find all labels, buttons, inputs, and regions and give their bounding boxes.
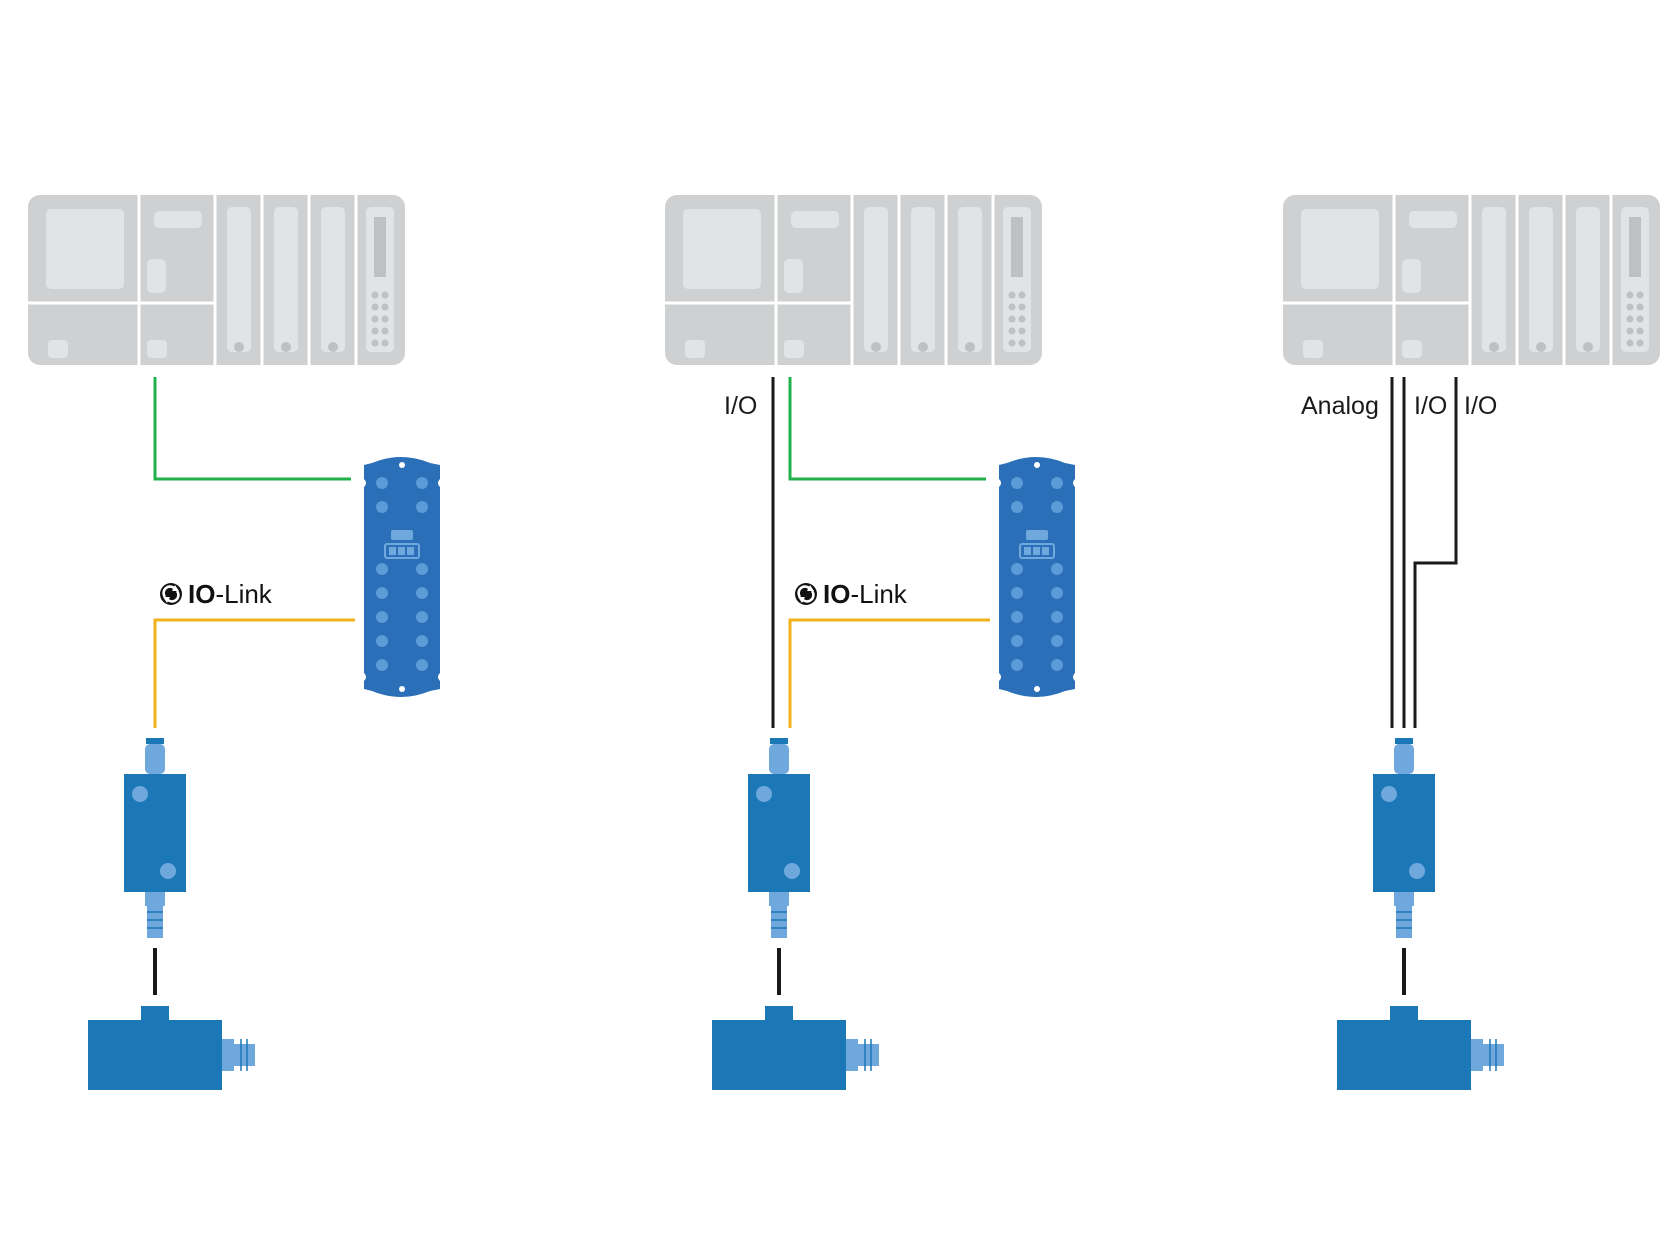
iolink-icon	[793, 581, 819, 607]
fieldbus-line	[153, 377, 351, 481]
end-device	[1336, 1005, 1505, 1091]
iolink-logo: IO-Link	[158, 579, 273, 609]
io-label: I/O	[724, 392, 757, 420]
iolink-logo-prefix: IO	[823, 579, 850, 609]
io-label-2: I/O	[1464, 392, 1497, 420]
io-line-2	[1413, 377, 1458, 728]
iolink-master	[363, 456, 441, 698]
iolink-master	[998, 456, 1076, 698]
iolink-icon	[158, 581, 184, 607]
panel-iolink-only: IO-Link	[26, 193, 441, 1091]
io-label: I/O	[1414, 392, 1447, 420]
fieldbus-line	[788, 377, 986, 481]
svg-text:IO-Link: IO-Link	[823, 579, 908, 609]
panel-iolink-plus-io: I/O IO-Link	[663, 193, 1076, 1091]
sensor-module	[123, 737, 187, 939]
analog-label: Analog	[1301, 392, 1379, 420]
panel-conventional: Analog I/O I/O	[1281, 193, 1662, 1091]
iolink-logo-suffix: -Link	[850, 579, 907, 609]
iolink-logo-suffix: -Link	[215, 579, 272, 609]
sensor-module	[747, 737, 811, 939]
iolink-line	[153, 618, 355, 728]
plc-controller	[663, 193, 1044, 367]
end-device	[711, 1005, 880, 1091]
sensor-module	[1372, 737, 1436, 939]
iolink-line	[788, 618, 990, 728]
iolink-logo: IO-Link	[793, 579, 908, 609]
plc-controller	[1281, 193, 1662, 367]
plc-controller	[26, 193, 407, 367]
svg-text:IO-Link: IO-Link	[188, 579, 273, 609]
end-device	[87, 1005, 256, 1091]
iolink-logo-prefix: IO	[188, 579, 215, 609]
